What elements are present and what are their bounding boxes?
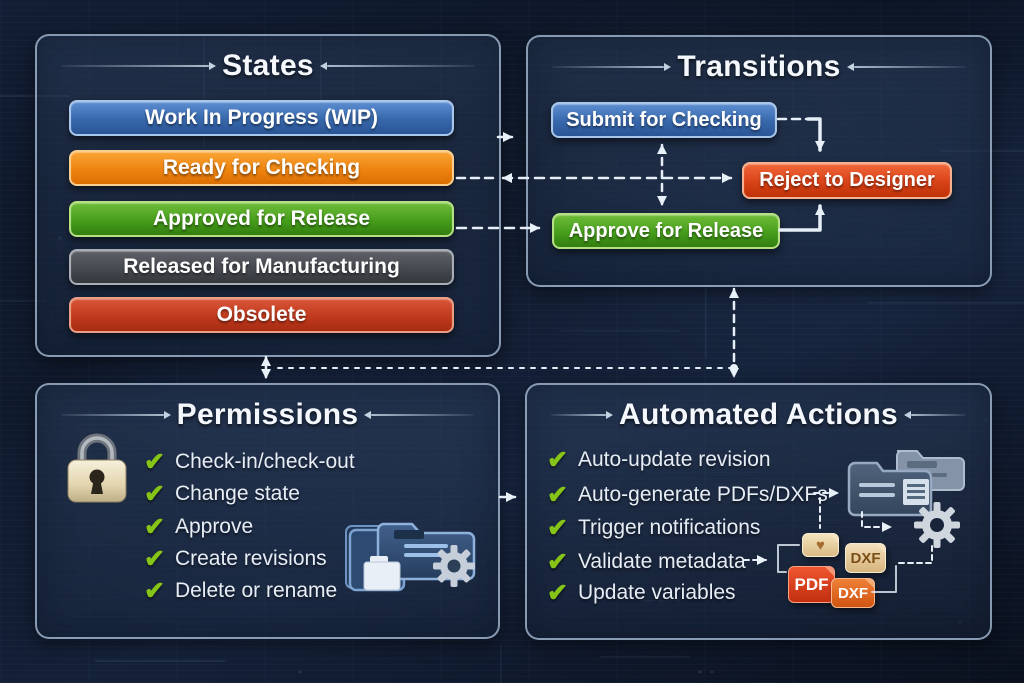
automated-actions-panel-title: Automated Actions xyxy=(619,398,898,431)
state-ready-for-checking-button: Ready for Checking xyxy=(69,150,454,186)
automated-action-item: ✔ Auto-generate PDFs/DXFs xyxy=(547,480,828,509)
title-rule-right xyxy=(904,411,966,419)
states-panel-title: States xyxy=(222,49,314,82)
transitions-panel-title: Transitions xyxy=(677,50,841,83)
connector-junction-dot xyxy=(730,364,738,372)
transitions-panel: Transitions Submit for Checking Reject t… xyxy=(526,35,992,287)
transition-approve-for-release-button: Approve for Release xyxy=(552,213,780,249)
permission-item: ✔ Check-in/check-out xyxy=(144,447,355,476)
title-rule-right xyxy=(319,62,476,70)
dxf-orange-file-badge: DXF xyxy=(831,578,875,608)
title-rule-left xyxy=(552,63,672,71)
automated-actions-panel-header: Automated Actions xyxy=(551,398,966,432)
stamp-file-icon: ♥ xyxy=(802,533,839,557)
check-icon: ✔ xyxy=(144,479,165,508)
state-obsolete-button: Obsolete xyxy=(69,297,454,333)
title-rule-right xyxy=(364,411,474,419)
check-icon: ✔ xyxy=(547,547,568,576)
automated-actions-panel: Automated Actions ✔ Auto-update revision… xyxy=(525,383,992,640)
automated-action-item: ✔ Auto-update revision xyxy=(547,445,771,474)
heart-icon: ♥ xyxy=(816,536,825,554)
check-icon: ✔ xyxy=(144,576,165,605)
automated-action-item: ✔ Update variables xyxy=(547,578,736,607)
title-rule-left xyxy=(61,62,217,70)
dxf-file-badge: DXF xyxy=(845,543,886,573)
transition-submit-for-checking-button: Submit for Checking xyxy=(551,102,777,138)
permission-item: ✔ Approve xyxy=(144,512,254,541)
check-icon: ✔ xyxy=(547,480,568,509)
states-panel-header: States xyxy=(61,49,476,83)
check-icon: ✔ xyxy=(547,513,568,542)
state-released-for-manufacturing-button: Released for Manufacturing xyxy=(69,249,454,285)
check-icon: ✔ xyxy=(144,544,165,573)
automated-action-item: ✔ Validate metadata xyxy=(547,547,746,576)
permission-item: ✔ Delete or rename xyxy=(144,576,338,605)
automated-action-item: ✔ Trigger notifications xyxy=(547,513,761,542)
permissions-panel-title: Permissions xyxy=(176,398,359,431)
output-folders-gear-icon xyxy=(847,450,965,548)
pdf-file-badge: PDF xyxy=(788,566,835,603)
check-icon: ✔ xyxy=(547,578,568,607)
title-rule-left xyxy=(61,411,171,419)
transition-reject-to-designer-button: Reject to Designer xyxy=(742,162,952,199)
title-rule-right xyxy=(846,63,966,71)
permission-item: ✔ Change state xyxy=(144,479,300,508)
check-icon: ✔ xyxy=(144,447,165,476)
state-approved-for-release-button: Approved for Release xyxy=(69,201,454,237)
check-icon: ✔ xyxy=(144,512,165,541)
permissions-panel-header: Permissions xyxy=(61,398,474,432)
transitions-panel-header: Transitions xyxy=(552,50,966,84)
states-panel: States Work In Progress (WIP) Ready for … xyxy=(35,34,501,357)
permission-item: ✔ Create revisions xyxy=(144,544,327,573)
folders-gear-icon xyxy=(345,522,476,592)
state-wip-button: Work In Progress (WIP) xyxy=(69,100,454,136)
padlock-icon xyxy=(67,433,127,503)
title-rule-left xyxy=(551,411,613,419)
check-icon: ✔ xyxy=(547,445,568,474)
permissions-panel: Permissions ✔ Check-in/check-out ✔ Chang… xyxy=(35,383,500,639)
